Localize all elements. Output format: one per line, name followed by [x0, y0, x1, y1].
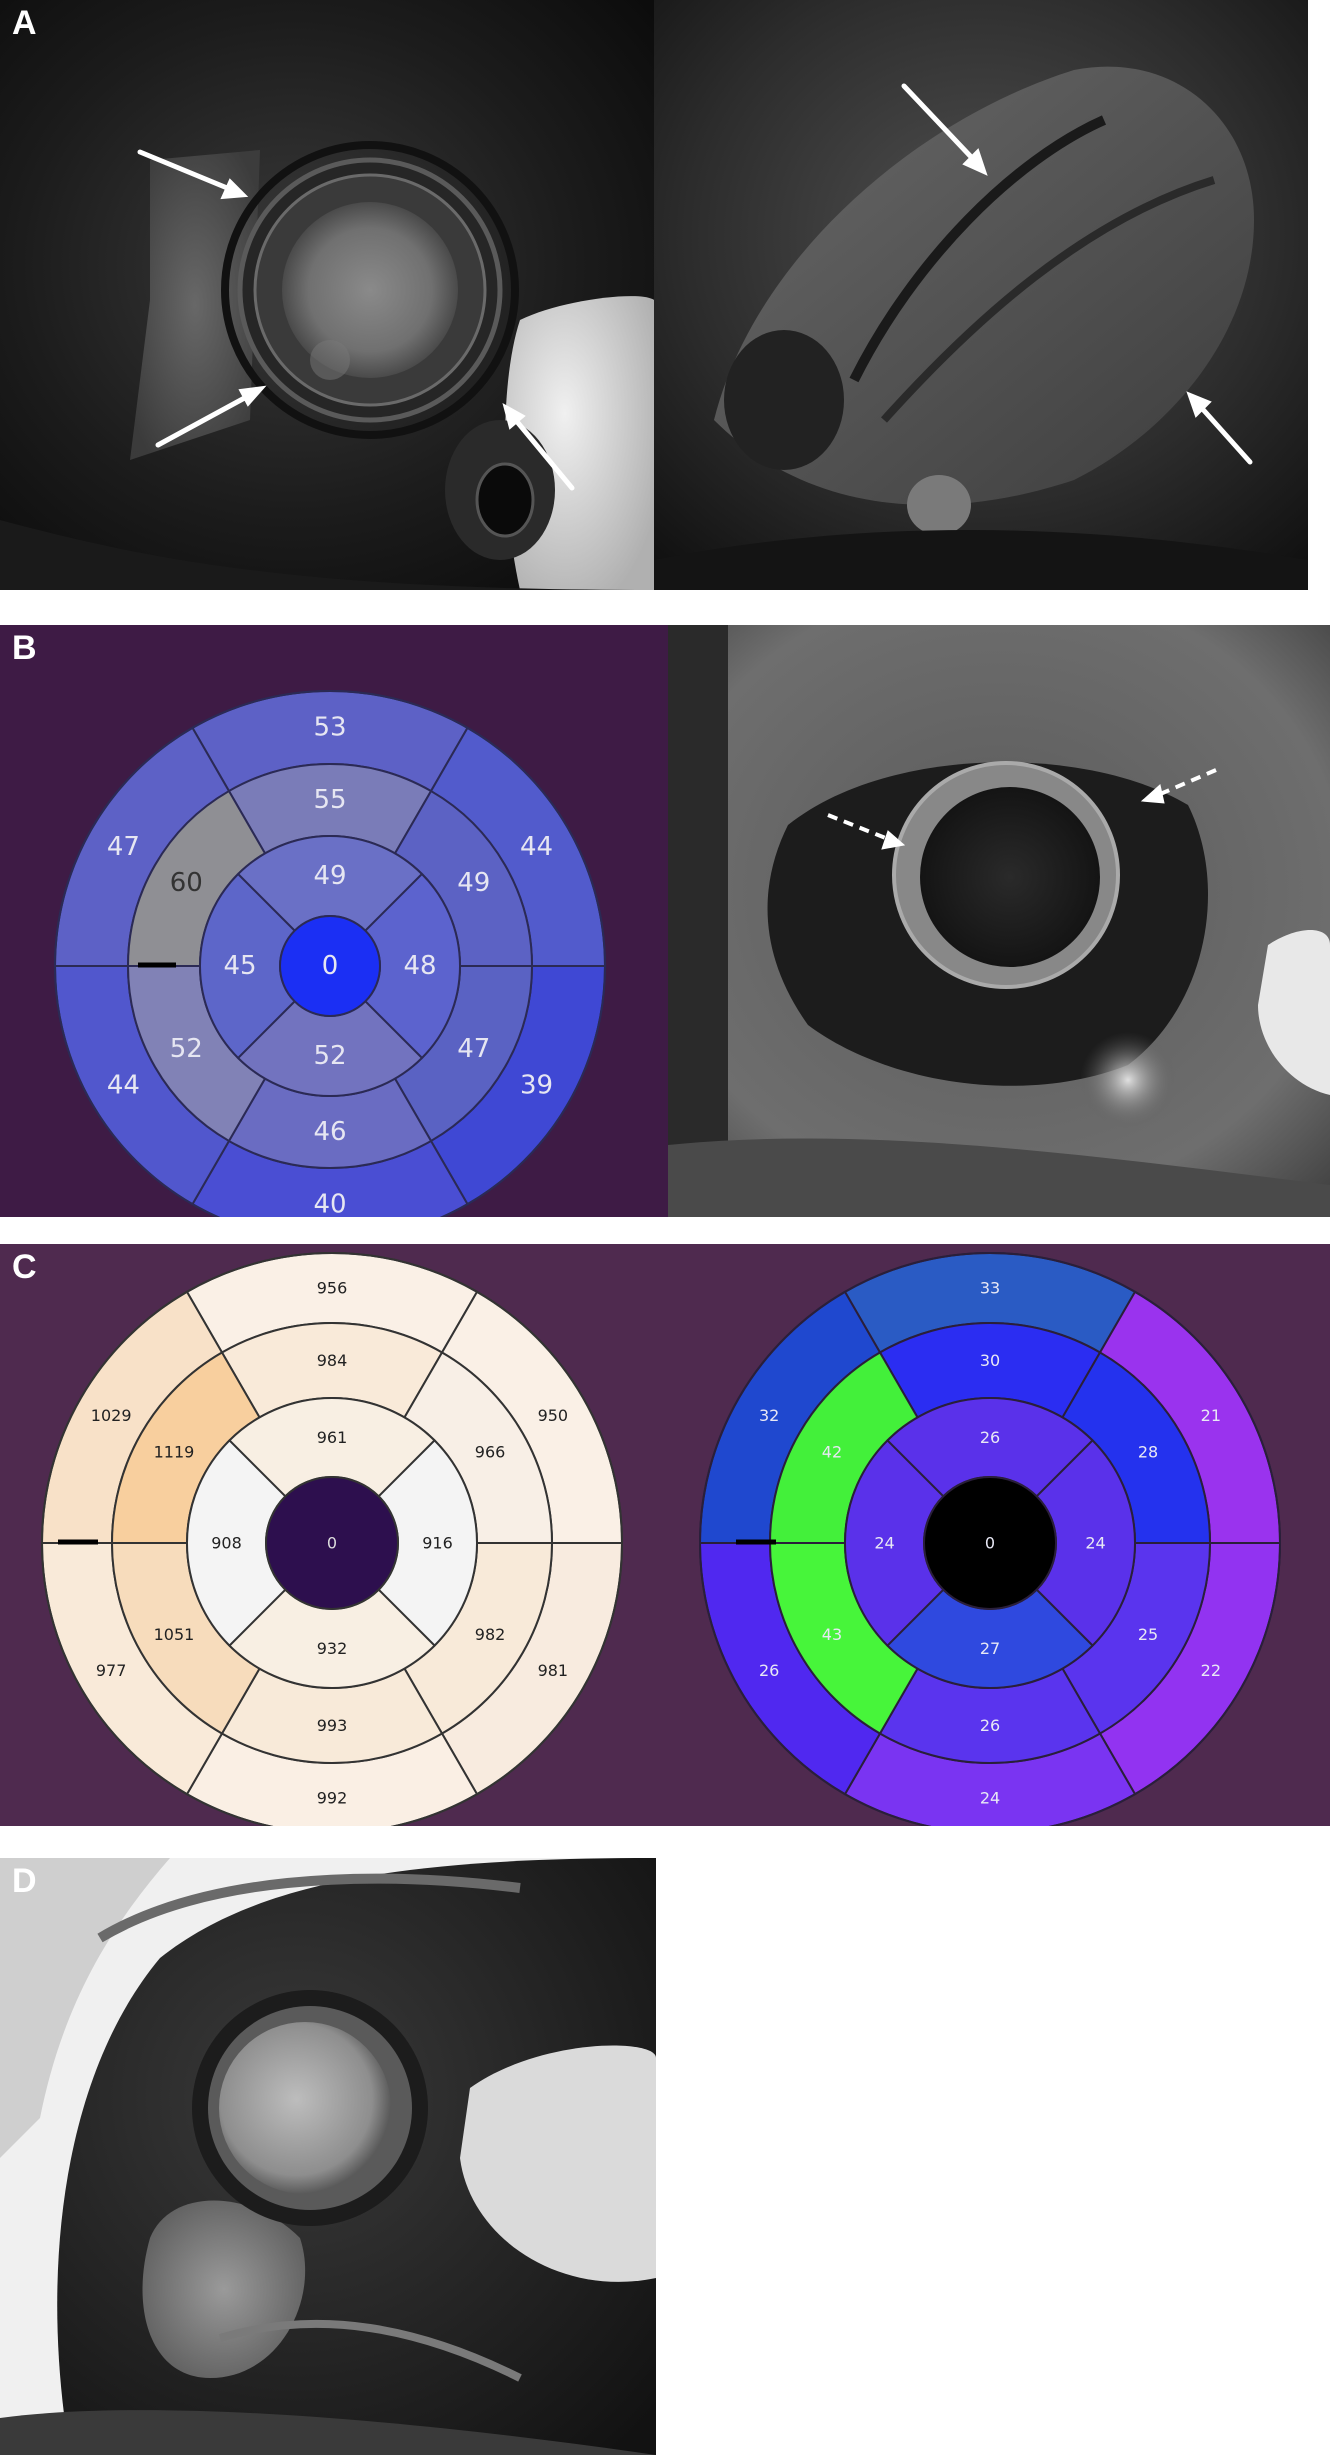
segment-value: 27: [980, 1639, 1000, 1658]
panel-a-label: A: [12, 4, 37, 42]
segment-value: 49: [457, 868, 490, 898]
segment-value: 981: [538, 1661, 569, 1680]
apex-value: 0: [327, 1534, 337, 1553]
segment-value: 916: [422, 1534, 453, 1553]
segment-value: 932: [317, 1639, 348, 1658]
bullseye-apex: [265, 1476, 399, 1610]
long-axis-mri-image: [654, 0, 1308, 590]
segment-value: 25: [1138, 1625, 1158, 1644]
short-axis-mri-image: [0, 1858, 656, 2455]
bullseye-outline: [54, 690, 606, 1217]
segment-value: 966: [475, 1442, 506, 1461]
segment-value: 26: [980, 1716, 1000, 1735]
segment-value: 55: [313, 785, 346, 815]
short-axis-mri-image: [0, 0, 654, 590]
panel-c-left-bullseye: C 956 950 981 992 977 1029 984 966 982 993 1051 111…: [0, 1244, 668, 1826]
panel-b-right-mri: [668, 625, 1330, 1217]
bullseye-chart: 33 21 22 24 26 32 30 28 25 26 43 42 26 24 27 24 0: [668, 1244, 1330, 1826]
segment-value: 993: [317, 1716, 348, 1735]
segment-value: 992: [317, 1789, 348, 1808]
segment-value: 42: [822, 1442, 842, 1461]
bullseye-apex: [923, 1476, 1057, 1610]
panel-c-label: C: [12, 1248, 37, 1286]
segment-value: 44: [107, 1070, 140, 1100]
segment-value: 52: [170, 1034, 203, 1064]
apex-value: 0: [322, 951, 339, 981]
segment-value: 60: [170, 868, 203, 898]
segment-value: 45: [223, 951, 256, 981]
segment-value: 33: [980, 1279, 1000, 1298]
arrow-icon: [901, 83, 1253, 465]
panel-d-mri: D: [0, 1858, 656, 2455]
segment-value: 48: [403, 951, 436, 981]
apex-value: 0: [985, 1534, 995, 1553]
segment-value: 26: [759, 1661, 779, 1680]
panel-b-left-bullseye: B 53 44 39 40 44 47 55 49 47 46 52 60 49 48 52 45 0: [0, 625, 668, 1217]
segment-value: 52: [313, 1041, 346, 1071]
segment-value: 984: [317, 1351, 348, 1370]
segment-value: 961: [317, 1428, 348, 1447]
segment-value: 24: [1085, 1534, 1105, 1553]
panel-b-label: B: [12, 629, 37, 667]
bullseye-chart: 956 950 981 992 977 1029 984 966 982 993 1051 1119 9…: [0, 1244, 668, 1826]
segment-value: 21: [1201, 1406, 1221, 1425]
segment-value: 46: [313, 1117, 346, 1147]
segment-value: 22: [1201, 1661, 1221, 1680]
segment-value: 44: [520, 832, 553, 862]
segment-value: 28: [1138, 1442, 1158, 1461]
arrow-icon: [137, 149, 575, 491]
stray-mark: [1025, 1241, 1055, 1247]
segment-value: 26: [980, 1428, 1000, 1447]
segment-value: 908: [211, 1534, 242, 1553]
segment-value: 24: [874, 1534, 894, 1553]
segment-value: 30: [980, 1351, 1000, 1370]
panel-a-right-mri: [654, 0, 1308, 590]
segment-value: 982: [475, 1625, 506, 1644]
segment-value: 47: [107, 832, 140, 862]
segment-value: 1051: [154, 1625, 195, 1644]
segment-value: 1119: [154, 1442, 195, 1461]
segment-value: 956: [317, 1279, 348, 1298]
segment-value: 49: [313, 861, 346, 891]
segment-value: 43: [822, 1625, 842, 1644]
segment-value: 40: [313, 1190, 346, 1218]
segment-value: 24: [980, 1789, 1000, 1808]
segment-value: 1029: [91, 1406, 132, 1425]
segment-value: 47: [457, 1034, 490, 1064]
bullseye-outline: [699, 1252, 1281, 1826]
segment-value: 39: [520, 1070, 553, 1100]
segment-value: 977: [96, 1661, 127, 1680]
panel-a-left-mri: A: [0, 0, 654, 590]
panel-d-label: D: [12, 1862, 37, 1900]
bullseye-outline: [41, 1252, 623, 1826]
dashed-arrow-icon: [827, 768, 1217, 850]
segment-value: 32: [759, 1406, 779, 1425]
short-axis-mri-image: [668, 625, 1330, 1217]
segment-value: 53: [313, 713, 346, 743]
panel-c-right-bullseye: 33 21 22 24 26 32 30 28 25 26 43 42 26 24 27 24 0: [668, 1244, 1330, 1826]
segment-value: 950: [538, 1406, 569, 1425]
bullseye-apex: [279, 915, 381, 1017]
bullseye-chart: 53 44 39 40 44 47 55 49 47 46 52 60 49 48 52 45 0: [0, 625, 668, 1217]
